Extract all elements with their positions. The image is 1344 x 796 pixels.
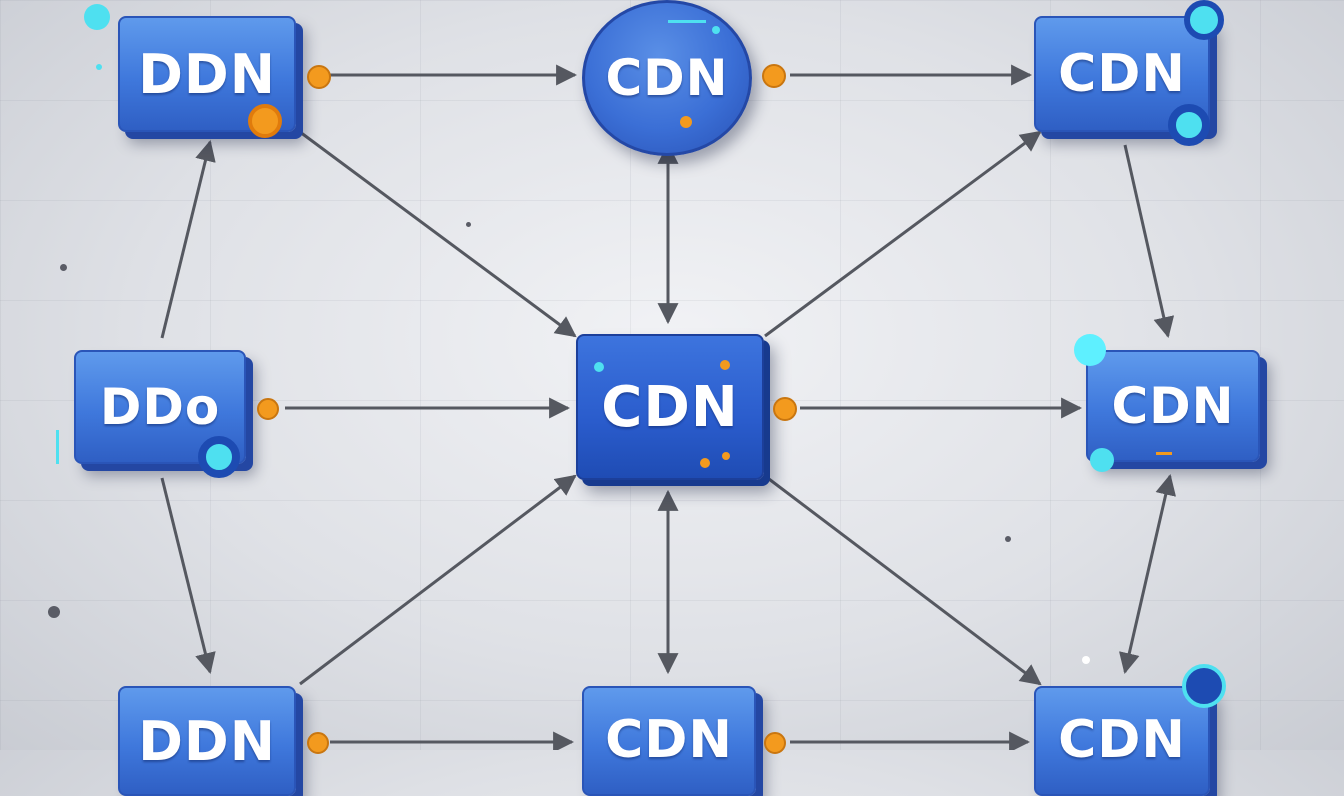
- node-center[interactable]: CDN: [576, 334, 764, 480]
- node-bottom-right[interactable]: CDN: [1034, 686, 1210, 796]
- node-mid-right[interactable]: CDN: [1086, 350, 1260, 462]
- arrow-topright-midright: [1123, 144, 1175, 339]
- cyan-ring-icon: [1168, 104, 1210, 146]
- orange-accent-dot: [722, 452, 730, 460]
- cyan-accent-dot: [594, 362, 604, 372]
- orange-port-dot: [773, 397, 797, 421]
- node-bottom-center[interactable]: CDN: [582, 686, 756, 796]
- node-label: CDN: [1058, 44, 1186, 104]
- orange-accent-dot: [700, 458, 710, 468]
- node-top-right[interactable]: CDN: [1034, 16, 1210, 132]
- background-speck: [1005, 536, 1011, 542]
- orange-port-dot: [762, 64, 786, 88]
- cyan-ring-icon: [1182, 664, 1226, 708]
- cyan-accent-dot: [96, 64, 102, 70]
- node-label: CDN: [605, 710, 733, 770]
- orange-port-dot: [307, 65, 331, 89]
- node-label: DDN: [138, 42, 276, 106]
- orange-accent-dot: [248, 104, 282, 138]
- orange-accent-dot: [680, 116, 692, 128]
- orange-accent-bar: [1156, 452, 1172, 455]
- background-speck: [60, 264, 67, 271]
- cyan-accent-bar: [56, 430, 59, 464]
- arrow-center-bottomright: [764, 474, 1042, 686]
- node-label: CDN: [601, 374, 739, 440]
- cyan-ring-icon: [198, 436, 240, 478]
- node-label: DDN: [138, 710, 276, 773]
- cyan-accent-dot: [1074, 334, 1106, 366]
- background-speck: [48, 606, 60, 618]
- node-top-center[interactable]: CDN: [582, 0, 752, 156]
- arrow-midleft-topleft: [160, 139, 216, 339]
- orange-port-dot: [307, 732, 329, 754]
- cyan-accent-dot: [1082, 656, 1090, 664]
- cyan-ring-icon: [1184, 0, 1224, 40]
- node-label: CDN: [605, 49, 729, 107]
- arrow-center-topright: [764, 130, 1042, 338]
- cyan-accent-dot: [1090, 448, 1114, 472]
- cyan-accent-bar: [668, 20, 706, 23]
- connection-arrows: [160, 64, 1177, 750]
- cyan-accent-dot: [712, 26, 720, 34]
- node-label: CDN: [1111, 377, 1235, 435]
- orange-port-dot: [257, 398, 279, 420]
- node-label: DDo: [99, 378, 221, 436]
- background-speck: [466, 222, 471, 227]
- arrow-midleft-bottomleft: [160, 477, 216, 675]
- arrow-topleft-center: [299, 130, 577, 338]
- node-label: CDN: [1058, 710, 1186, 770]
- orange-port-dot: [764, 732, 786, 754]
- orange-accent-dot: [720, 360, 730, 370]
- node-bottom-left[interactable]: DDN: [118, 686, 296, 796]
- arrow-midright-bottomright: [1118, 473, 1177, 675]
- cyan-accent-dot: [84, 4, 110, 30]
- arrow-bottomleft-center: [299, 474, 577, 686]
